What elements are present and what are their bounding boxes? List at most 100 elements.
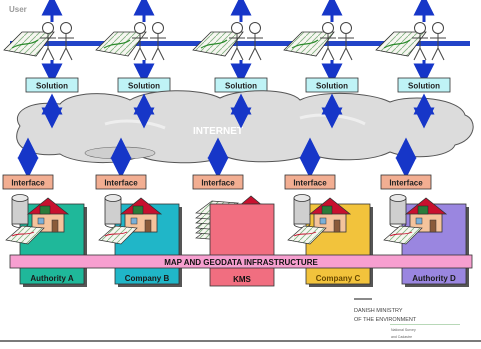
house-door-icon	[51, 219, 59, 233]
computer-icon	[39, 205, 51, 215]
computer-icon	[417, 205, 429, 215]
organisation-suffix: D	[448, 274, 456, 283]
organisation-name: Authority	[30, 274, 66, 283]
person-head-icon	[42, 22, 54, 34]
database-top-icon	[11, 194, 29, 202]
organisation-label: Company C	[316, 274, 361, 283]
person-head-icon	[60, 22, 72, 34]
computer-icon	[132, 205, 144, 215]
person-head-icon	[414, 22, 426, 34]
user-group: Solution	[95, 0, 171, 93]
person-body-icon	[430, 34, 446, 61]
organisation-block: Interface	[284, 174, 373, 287]
organisation-block: Interface	[380, 174, 469, 287]
organisation-label: Authority D	[412, 274, 456, 283]
solution-box	[117, 77, 171, 93]
interface-label: Interface	[104, 179, 138, 188]
map-sheet-icon	[5, 225, 45, 245]
person-body-icon	[412, 34, 428, 61]
person-body-icon	[338, 34, 354, 61]
interface-label: Interface	[293, 179, 327, 188]
house-window-icon	[130, 217, 138, 225]
computer-icon	[321, 205, 333, 215]
house-door-icon	[144, 219, 152, 233]
person-head-icon	[249, 22, 261, 34]
interface-box	[284, 174, 336, 190]
interface-label: Interface	[11, 179, 45, 188]
person-head-icon	[231, 22, 243, 34]
map-road-icon	[11, 39, 39, 49]
interface-box	[2, 174, 54, 190]
person-body-icon	[58, 34, 74, 61]
map-route-icon	[293, 231, 317, 237]
person-head-icon	[134, 22, 146, 34]
infrastructure-label: MAP AND GEODATA INFRASTRUCTURE	[164, 258, 318, 267]
solution-box	[305, 77, 359, 93]
organisation-name: Company	[125, 274, 162, 283]
solution-label: Solution	[225, 82, 257, 91]
interface-box	[95, 174, 147, 190]
solution-label: Solution	[316, 82, 348, 91]
ministry-line-4: and Cadastre	[391, 335, 412, 339]
solution-label: Solution	[128, 82, 160, 91]
map-route-icon	[11, 231, 35, 237]
user-network-bar	[10, 41, 470, 46]
person-head-icon	[340, 22, 352, 34]
map-sheet-icon	[287, 225, 327, 245]
ministry-line-1: DANISH MINISTRY	[354, 308, 403, 314]
database-top-icon	[104, 194, 122, 202]
person-head-icon	[322, 22, 334, 34]
organisation-label: Company B	[125, 274, 170, 283]
organisation-suffix: C	[352, 274, 360, 283]
person-body-icon	[40, 34, 56, 61]
map-road-icon	[291, 39, 319, 49]
map-route-icon	[104, 231, 128, 237]
person-head-icon	[432, 22, 444, 34]
solution-label: Solution	[408, 82, 440, 91]
map-road-icon	[103, 39, 131, 49]
organisation-suffix: B	[161, 274, 169, 283]
bottom-rule	[0, 340, 481, 342]
person-body-icon	[320, 34, 336, 61]
user-group: Solution	[3, 0, 79, 93]
map-route-icon	[389, 231, 413, 237]
organisation-suffix: A	[66, 274, 74, 283]
organisation-name: Authority	[412, 274, 448, 283]
house-door-icon	[429, 219, 437, 233]
person-head-icon	[152, 22, 164, 34]
network-arrows	[17, 93, 435, 179]
solution-label: Solution	[36, 82, 68, 91]
map-road-icon	[383, 39, 411, 49]
kms-label: KMS	[233, 275, 251, 284]
interface-label: Interface	[389, 179, 423, 188]
map-sheet-icon	[383, 225, 423, 245]
user-group: Solution	[192, 0, 268, 93]
user-group: Solution	[283, 0, 359, 93]
ministry-logo: DANISH MINISTRY OF THE ENVIRONMENT Natio…	[354, 298, 460, 339]
organisation-name: Company	[316, 274, 353, 283]
user-row: Solution Solution Solution Solution Solution	[3, 0, 451, 93]
person-body-icon	[150, 34, 166, 61]
organisation-block: Interface	[95, 174, 182, 287]
user-group: Solution	[375, 0, 451, 93]
house-door-icon	[333, 219, 341, 233]
organisation-row: Interface Interface Interface Interface Inte…	[2, 174, 469, 287]
infrastructure-band	[9, 254, 473, 269]
interface-box	[380, 174, 432, 190]
house-window-icon	[319, 217, 327, 225]
person-body-icon	[247, 34, 263, 61]
user-label: User	[9, 5, 27, 14]
database-top-icon	[389, 194, 407, 202]
interface-box	[192, 174, 244, 190]
interface-label: Interface	[201, 179, 235, 188]
house-window-icon	[415, 217, 423, 225]
organisation-block: Interface	[2, 174, 87, 287]
ministry-line-2: OF THE ENVIRONMENT	[354, 317, 417, 323]
person-body-icon	[229, 34, 245, 61]
house-window-icon	[37, 217, 45, 225]
solution-box	[25, 77, 79, 93]
person-body-icon	[132, 34, 148, 61]
